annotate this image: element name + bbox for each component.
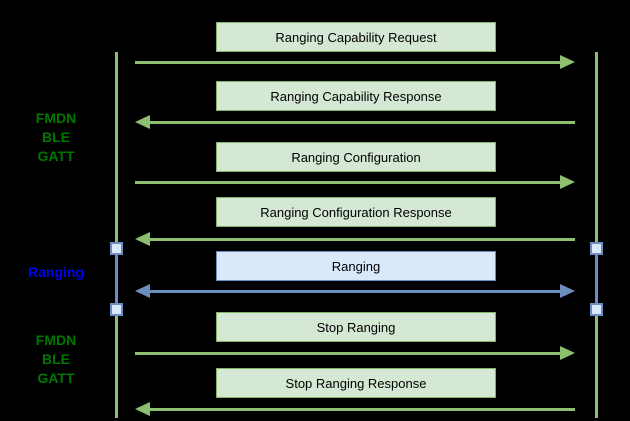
message-arrow-left <box>135 232 575 246</box>
message-box-ranging-configuration: Ranging Configuration <box>216 142 496 172</box>
arrowhead-right <box>560 55 575 69</box>
lifeline-left <box>115 52 118 418</box>
arrowhead-left <box>135 115 150 129</box>
message-line <box>148 407 575 411</box>
message-box-stop-ranging: Stop Ranging <box>216 312 496 342</box>
message-arrow-right <box>135 346 575 360</box>
message-box-ranging-configuration-response: Ranging Configuration Response <box>216 197 496 227</box>
message-line <box>135 60 562 64</box>
message-box-stop-ranging-response: Stop Ranging Response <box>216 368 496 398</box>
message-box-ranging-capability-response: Ranging Capability Response <box>216 81 496 111</box>
message-box-ranging-capability-request: Ranging Capability Request <box>216 22 496 52</box>
arrowhead-left <box>135 284 150 298</box>
arrowhead-right <box>560 284 575 298</box>
arrowhead-right <box>560 175 575 189</box>
arrowhead-left <box>135 232 150 246</box>
message-box-ranging: Ranging <box>216 251 496 281</box>
activation-marker <box>110 242 123 255</box>
message-line <box>135 180 562 184</box>
lifeline-right <box>594 52 598 418</box>
phase-label-fmdn-ble-gatt-top: FMDN BLE GATT <box>35 110 77 164</box>
arrowhead-right <box>560 346 575 360</box>
lifeline-right-ranging-segment <box>594 249 598 309</box>
message-arrow-left <box>135 115 575 129</box>
message-arrow-right <box>135 175 575 189</box>
activation-marker <box>589 242 603 255</box>
message-line <box>135 351 562 355</box>
message-line <box>148 237 575 241</box>
phase-label-ranging: Ranging <box>28 264 84 280</box>
message-arrow-both <box>135 284 575 298</box>
lifeline-left-ranging-segment <box>115 249 118 309</box>
message-arrow-left <box>135 402 575 416</box>
phase-label-fmdn-ble-gatt-bottom: FMDN BLE GATT <box>35 332 77 386</box>
message-arrow-right <box>135 55 575 69</box>
activation-marker <box>110 303 123 316</box>
activation-marker <box>589 303 603 316</box>
message-line <box>148 289 562 293</box>
message-line <box>148 120 575 124</box>
arrowhead-left <box>135 402 150 416</box>
